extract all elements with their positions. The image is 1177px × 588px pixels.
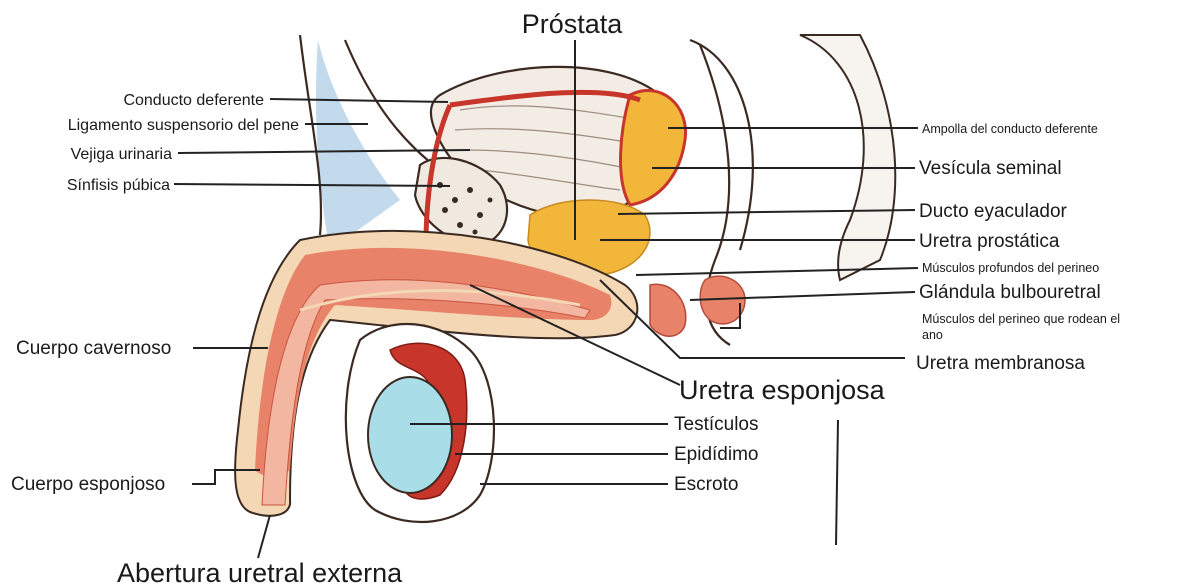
suspensory-ligament-shape <box>316 40 400 250</box>
label-uretra-prostatica: Uretra prostática <box>919 231 1060 252</box>
label-conducto-deferente: Conducto deferente <box>123 92 264 109</box>
leader-musculos-profundos <box>636 268 918 275</box>
label-cuerpo-esponjoso: Cuerpo esponjoso <box>11 474 165 495</box>
label-abertura: Abertura uretral externa <box>117 558 403 588</box>
label-epididimo: Epidídimo <box>674 444 759 465</box>
label-uretra-membranosa: Uretra membranosa <box>916 353 1085 374</box>
divider-line <box>836 420 838 545</box>
leader-uretra-membranosa <box>600 280 905 358</box>
illustration <box>235 35 895 545</box>
leader-abertura <box>258 515 270 558</box>
rectum-wall-outer <box>690 40 753 250</box>
perineal-muscle-shape <box>650 284 686 336</box>
spine-back <box>800 35 895 280</box>
leader-conducto-deferente <box>270 99 448 102</box>
label-musculos-ano-line1: Músculos del perineo que rodean el <box>922 312 1120 326</box>
label-escroto: Escroto <box>674 474 738 495</box>
label-testiculos: Testículos <box>674 414 758 435</box>
label-sinfisis: Sínfisis púbica <box>67 177 170 194</box>
label-ligamento: Ligamento suspensorio del pene <box>68 117 299 134</box>
label-cuerpo-cavernoso: Cuerpo cavernoso <box>16 338 171 359</box>
label-musculos-profundos: Músculos profundos del perineo <box>922 261 1099 275</box>
seminal-vesicle-shape <box>621 91 686 205</box>
testis-shape <box>368 377 452 493</box>
leader-sinfisis <box>174 184 450 186</box>
label-ampolla: Ampolla del conducto deferente <box>922 122 1098 136</box>
label-vesicula: Vesícula seminal <box>919 158 1062 179</box>
label-ducto: Ducto eyaculador <box>919 201 1068 222</box>
label-uretra-esponjosa: Uretra esponjosa <box>679 375 886 405</box>
label-vejiga: Vejiga urinaria <box>71 146 173 163</box>
label-glandula: Glándula bulbouretral <box>919 282 1101 303</box>
label-prostata: Próstata <box>522 9 624 39</box>
label-musculos-ano-line2: ano <box>922 328 943 342</box>
